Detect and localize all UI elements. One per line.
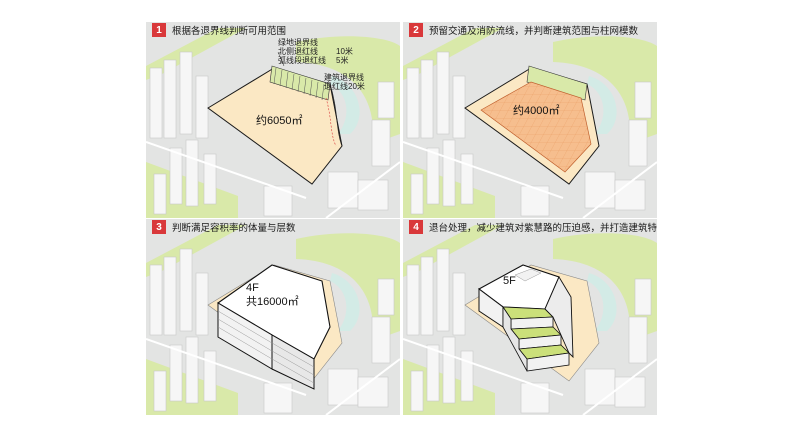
arc-red-line-label: 弧线段退红线 <box>278 56 326 65</box>
north-red-line-label: 北侧退红线 <box>278 47 318 56</box>
total-area-label: 共16000㎡ <box>246 296 299 308</box>
panel-2-title: 预留交通及消防流线，并判断建筑范围与柱网模数 <box>429 26 639 37</box>
panel-2: 2 预留交通及消防流线，并判断建筑范围与柱网模数 约4000㎡ <box>403 22 657 218</box>
panel-2-header: 2 预留交通及消防流线，并判断建筑范围与柱网模数 <box>409 22 638 38</box>
panel-3-scene <box>146 219 400 415</box>
floor-count-label: 5F <box>503 275 516 287</box>
floor-count-label: 4F <box>246 282 259 294</box>
panel-4: 4 退台处理，减少建筑对紫慧路的压迫感，并打造建筑特色 5F <box>403 219 657 415</box>
panel-1-header: 1 根据各退界线判断可用范围 <box>152 22 286 38</box>
panel-3-title: 判断满足容积率的体量与层数 <box>172 223 296 234</box>
panel-2-number: 2 <box>409 23 423 37</box>
panel-3: 3 判断满足容积率的体量与层数 4F 共16000㎡ <box>146 219 400 415</box>
green-setback-label: 绿地退界线 <box>278 38 318 47</box>
panel-3-header: 3 判断满足容积率的体量与层数 <box>152 219 296 235</box>
panel-4-scene <box>403 219 657 415</box>
arc-red-line-value: 5米 <box>336 56 349 65</box>
site-area-label: 约6050㎡ <box>256 115 303 127</box>
panel-1-number: 1 <box>152 23 166 37</box>
panel-4-header: 4 退台处理，减少建筑对紫慧路的压迫感，并打造建筑特色 <box>409 219 657 235</box>
building-area-label: 约4000㎡ <box>513 105 560 117</box>
red-line-20-label: 退红线20米 <box>324 82 365 91</box>
building-setback-label: 建筑退界线 <box>324 73 364 82</box>
north-red-line-value: 10米 <box>336 47 353 56</box>
panel-4-number: 4 <box>409 220 423 234</box>
panel-1: 1 根据各退界线判断可用范围 绿地退界线 北侧退红线 10米 弧线段退红线 5米… <box>146 22 400 218</box>
panel-3-number: 3 <box>152 220 166 234</box>
panel-4-title: 退台处理，减少建筑对紫慧路的压迫感，并打造建筑特色 <box>429 223 657 234</box>
panel-2-scene <box>403 22 657 218</box>
panel-1-title: 根据各退界线判断可用范围 <box>172 26 287 37</box>
panel-1-scene <box>146 22 400 218</box>
